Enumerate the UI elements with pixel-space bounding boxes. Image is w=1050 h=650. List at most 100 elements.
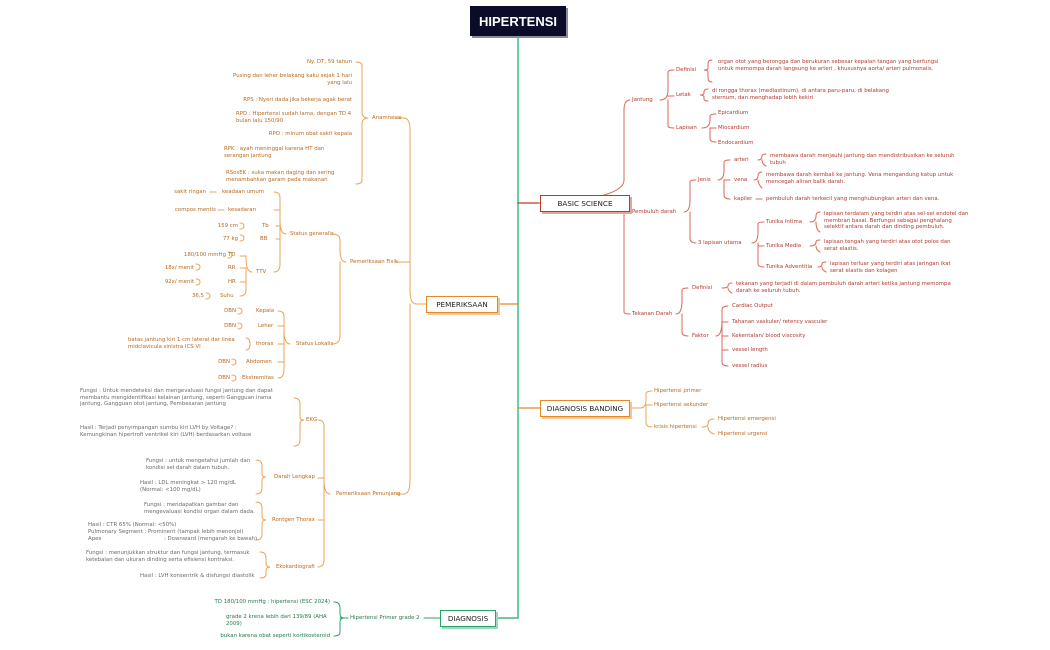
tekanan-definisi-text: tekanan yang terjadi di dalam pembuluh d… [736, 281, 951, 294]
definisi-label[interactable]: Definisi [676, 67, 697, 73]
rr-label[interactable]: RR [228, 265, 236, 271]
suhu-value: 36,5 [191, 293, 204, 299]
kepala-value: DBN [224, 308, 236, 314]
leher-label[interactable]: Leher [258, 323, 274, 329]
pemeriksaan-penunjang-label[interactable]: Pemeriksaan Penunjang [336, 491, 401, 497]
faktor-label[interactable]: Faktor [692, 333, 709, 339]
tb-label[interactable]: Tb [262, 223, 269, 229]
darah-hasil: Hasil : LDL meningkat > 120 mg/dL (Norma… [140, 480, 236, 493]
vena-text: membawa darah kembali ke jantung. Vena m… [766, 172, 954, 185]
pemeriksaan-fisik-label[interactable]: Pemeriksaan Fisik [350, 259, 398, 265]
kapiler-label[interactable]: kapiler [734, 196, 753, 202]
ekg-hasil: Hasil : Terjadi penyimpangan sumbu kiri … [80, 425, 252, 438]
hr-value: 92x/ menit [164, 279, 194, 285]
status-generalis-label[interactable]: Status generalis [290, 231, 334, 237]
ekg-label[interactable]: EKG [306, 417, 318, 423]
status-lokalis-label[interactable]: Status Lokalis [296, 341, 334, 347]
faktor-item[interactable]: Tahanan vaskuler/ retency vasculer [732, 319, 828, 325]
epicardium-label[interactable]: Epicardium [718, 110, 749, 116]
tekanan-definisi-label[interactable]: Definisi [692, 285, 713, 291]
banding-sekunder[interactable]: Hipertensi sekunder [654, 402, 709, 408]
faktor-item[interactable]: vessel radius [732, 363, 768, 369]
rontgen-hasil: Pulmonary Segment : Prominent (tampak le… [88, 529, 244, 535]
kesadaran-value: compos mentis [174, 207, 216, 213]
lapisan-utama-label[interactable]: 3 lapisan utama [698, 240, 742, 246]
rontgen-hasil: Apex [88, 536, 102, 542]
anamnesis-item: Pusing dan leher belakang kaku sejak 1 h… [233, 73, 352, 86]
tekanan-darah-label[interactable]: Tekanan Darah [632, 311, 673, 317]
letak-label[interactable]: Letak [676, 92, 691, 98]
anamnesis-item: Ny. DT, 59 tahun [307, 59, 352, 65]
tunika-media-text: lapisan tengah yang terdiri atas otot po… [824, 239, 951, 252]
banding-krisis[interactable]: krisis hipertensi [654, 424, 697, 430]
arteri-label[interactable]: arteri [734, 157, 749, 163]
diagnosis-node[interactable]: DIAGNOSIS [440, 610, 496, 627]
tunika-intima-text: lapisan terdalam yang terdiri atas sel-s… [824, 211, 969, 231]
eko-fungsi: Fungsi : menunjukkan struktur dan fungsi… [86, 550, 250, 563]
jenis-label[interactable]: Jenis [698, 177, 711, 183]
keadaan-umum-value: sakit ringan [174, 189, 206, 195]
anamnesis-item: RPO : minum obat sakit kepala [268, 131, 352, 137]
pemeriksaan-node[interactable]: PEMERIKSAAN [426, 296, 498, 313]
tunika-adventitia-text: lapisan terluar yang terdiri atas jaring… [830, 261, 951, 274]
abdomen-label[interactable]: Abdomen [246, 359, 272, 365]
miocardium-label[interactable]: Miocardium [718, 125, 750, 131]
ekstremitas-value: DBN [218, 375, 230, 381]
leher-value: DBN [224, 323, 236, 329]
kapiler-text: pembuluh darah terkecil yang menghubungk… [766, 196, 940, 202]
rontgen-thorax-label[interactable]: Rontgen Thorax [272, 517, 315, 523]
vena-label[interactable]: vena [734, 177, 748, 183]
banding-emergensi[interactable]: Hipertensi emergensi [718, 416, 776, 422]
td-value: 180/100 mmHg [183, 252, 226, 258]
suhu-label[interactable]: Suhu [220, 293, 234, 299]
rontgen-fungsi: Fungsi : mendapatkan gambar dan mengeval… [144, 502, 255, 515]
basic-science-node[interactable]: BASIC SCIENCE [540, 195, 630, 212]
jantung-label[interactable]: Jantung [632, 97, 653, 103]
faktor-item[interactable]: vessel length [732, 347, 768, 353]
tunika-intima-label[interactable]: Tunika Intima [766, 219, 803, 225]
hr-label[interactable]: HR [228, 279, 236, 285]
kesadaran-label[interactable]: kesadaran [228, 207, 257, 213]
diagnosis-result[interactable]: Hipertensi Primer grade 2 [350, 615, 420, 621]
definisi-text: organ otot yang berongga dan berukuran s… [718, 59, 939, 72]
endocardium-label[interactable]: Endocardium [718, 140, 754, 146]
faktor-item[interactable]: Cardiac Output [732, 303, 773, 309]
darah-fungsi: Fungsi : untuk mengetahui jumlah dan kon… [146, 458, 251, 471]
rontgen-hasil: Hasil : CTR 65% (Normal: <50%) [88, 522, 177, 528]
diagnosis-reason: bukan karena obat seperti kortikosteroid [220, 633, 330, 639]
faktor-item[interactable]: Kekentalan/ blood viscosity [732, 333, 806, 339]
diagnosis-reason: TD 180/100 mmHg : hipertensi (ESC 2024) [214, 599, 330, 605]
bb-value: 77 kg [222, 236, 238, 242]
thorax-label[interactable]: thorax [256, 341, 274, 347]
td-label[interactable]: TD [228, 252, 236, 258]
tunika-adventitia-label[interactable]: Tunika Adventitia [766, 264, 813, 270]
ekokardiografi-label[interactable]: Ekokardiografi [276, 564, 315, 570]
anamnesis-item: RSosEK : suka makan daging dan sering me… [226, 170, 335, 183]
lapisan-label[interactable]: Lapisan [676, 125, 697, 131]
tunika-media-label[interactable]: Tunika Media [766, 243, 802, 249]
pembuluh-darah-label[interactable]: Pembuluh darah [632, 209, 677, 215]
diagnosis-banding-node[interactable]: DIAGNOSIS BANDING [540, 400, 630, 417]
anamnesis-item: RPD : Hipertensi sudah lama, dengan TD 4… [236, 111, 352, 124]
ttv-label[interactable]: TTV [256, 269, 267, 275]
anamnesis-label[interactable]: Anamnesis [372, 115, 402, 121]
ekg-fungsi: Fungsi : Untuk mendeteksi dan mengevalua… [80, 388, 273, 408]
anamnesis-item: RPS : Nyeri dada jika bekerja agak berat [243, 97, 352, 103]
keadaan-umum-label[interactable]: keadaan umum [222, 189, 265, 195]
eko-hasil: Hasil : LVH konsentrik & disfungsi diast… [140, 573, 255, 579]
ekstremitas-label[interactable]: Ekstremitas [242, 375, 274, 381]
darah-lengkap-label[interactable]: Darah Lengkap [274, 474, 315, 480]
diagnosis-reason: grade 2 krena lebih dari 139/89 (AHA 200… [226, 614, 327, 627]
anamnesis-item: RPK : ayah meninggal karena HT dan seran… [224, 146, 325, 159]
abdomen-value: DBN [218, 359, 230, 365]
letak-text: di rongga thorax (mediastinum), di antar… [712, 88, 889, 101]
root-node[interactable]: HIPERTENSI [470, 6, 566, 36]
rontgen-hasil: : Downward (mengarah ke bawah) [164, 536, 258, 542]
thorax-value: batas jantung kiri 1 cm lateral dar line… [128, 337, 235, 350]
kepala-label[interactable]: Kepala [256, 308, 275, 314]
tb-value: 159 cm [217, 223, 238, 229]
rr-value: 18x/ menit [164, 265, 194, 271]
bb-label[interactable]: BB [260, 236, 268, 242]
banding-primer[interactable]: Hipertensi primer [654, 388, 702, 394]
banding-urgensi[interactable]: Hipertensi urgensi [718, 431, 768, 437]
